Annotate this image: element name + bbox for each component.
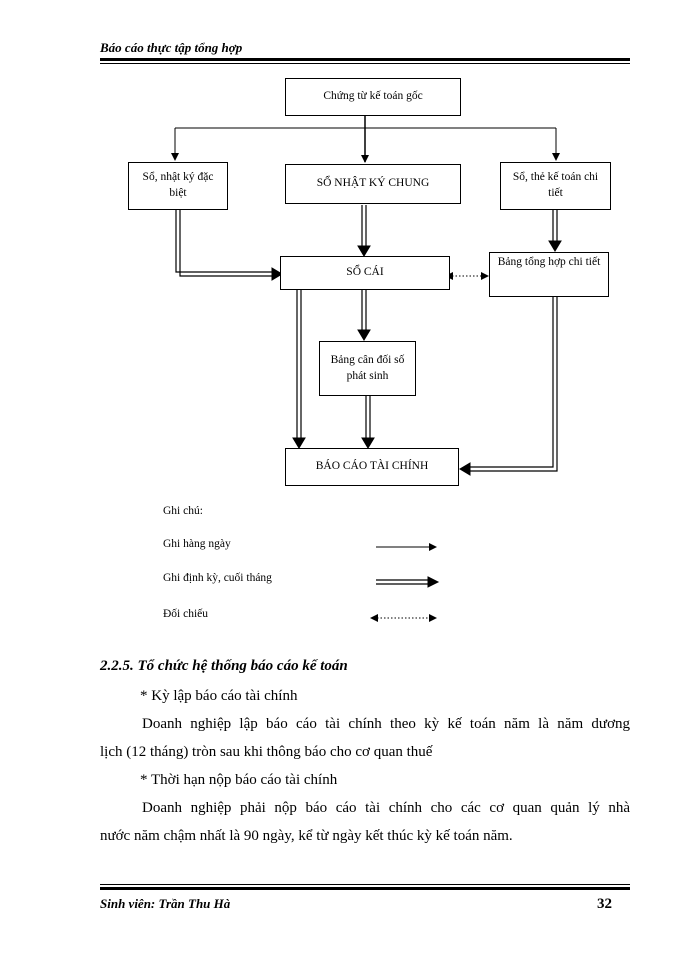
paragraph-1-line-1: Doanh nghiệp lập báo cáo tài chính theo … [142,716,630,732]
paragraph-1-line-2: lịch (12 tháng) tròn sau khi thông báo c… [100,744,433,760]
arrow-special-to-ledger [175,210,272,277]
header-rule-thick [100,58,630,61]
box-trial-balance: Bảng cân đối số phát sinh [319,341,416,396]
legend-periodic-line [376,579,428,585]
section-heading: 2.2.5. Tổ chức hệ thống báo cáo kế toán [100,658,348,674]
paragraph-2-line-1: Doanh nghiệp phải nộp báo cáo tài chính … [142,800,630,816]
header-title: Báo cáo thực tập tổng hợp [100,40,243,55]
arrow-ledger-to-report [296,290,302,438]
box-special-journal: Sổ, nhật ký đặc biệt [128,162,228,210]
accounting-flow-diagram: Chứng từ kế toán gốc Sổ, nhật ký đặc biệ… [128,78,611,622]
bullet-reporting-period: * Kỳ lập báo cáo tài chính [140,688,298,704]
box-general-journal: SỔ NHẬT KÝ CHUNG [285,164,461,204]
bullet-submission-deadline: * Thời hạn nộp báo cáo tài chính [140,772,338,788]
box-financial-report: BÁO CÁO TÀI CHÍNH [285,448,459,486]
paragraph-2-line-2: nước năm chậm nhất là 90 ngày, kể từ ngà… [100,828,513,844]
arrow-summary-to-report [470,297,558,472]
footer-student-name: Sinh viên: Trần Thu Hà [100,896,231,911]
legend-title: Ghi chú: [163,505,203,517]
arrow-trial-to-report [365,396,371,438]
footer-rule-thick [100,887,630,890]
box-source-documents: Chứng từ kế toán gốc [285,78,461,116]
footer-rule-thin [100,884,630,885]
box-detail-ledger: Sổ, thẻ kế toán chi tiết [500,162,611,210]
box-general-ledger: SỔ CÁI [280,256,450,290]
arrow-journal-to-ledger [361,205,367,246]
header-rule-thin [100,63,630,64]
legend-daily-label: Ghi hàng ngày [163,538,231,550]
arrow-ledger-to-trial [361,290,367,330]
legend-reconcile-label: Đối chiếu [163,608,209,620]
legend-periodic-label: Ghi định kỳ, cuối tháng [163,572,272,584]
box-detail-summary: Bảng tổng hợp chi tiết [489,252,609,297]
page-number: 32 [597,896,612,912]
arrow-detail-to-summary [552,210,558,241]
diagram-connectors [171,115,562,622]
